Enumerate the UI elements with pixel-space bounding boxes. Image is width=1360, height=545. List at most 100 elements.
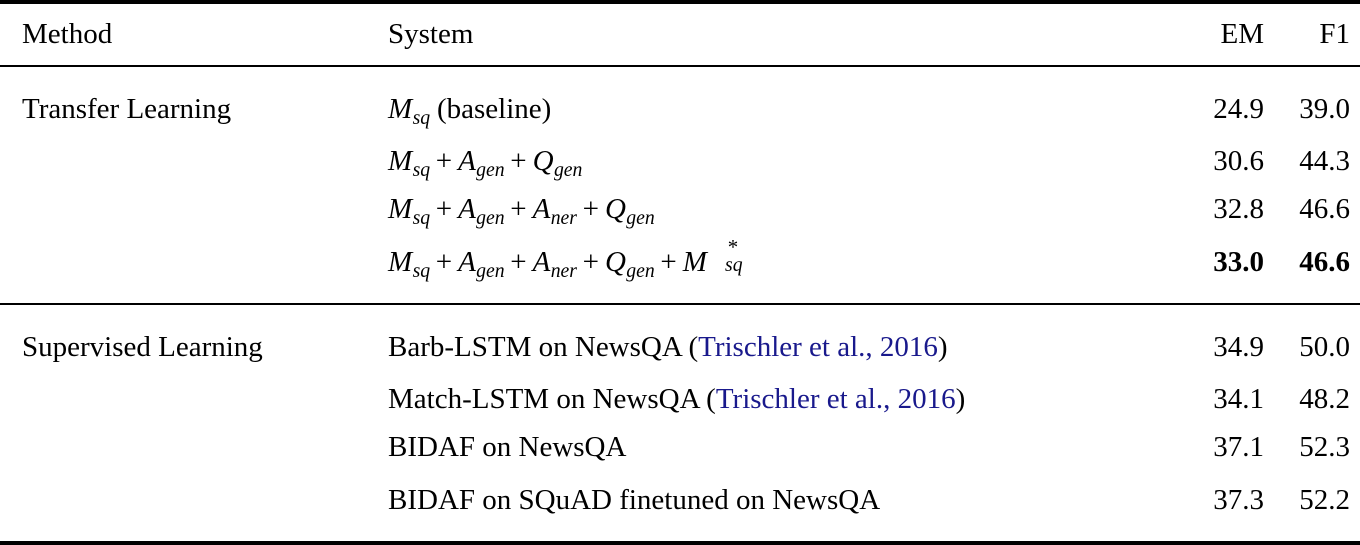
- cell-method: [0, 137, 380, 185]
- math-operator: +: [660, 245, 677, 278]
- system-text: Match-LSTM on NewsQA: [388, 382, 707, 415]
- math-variable: Msq: [388, 245, 431, 282]
- system-expression: Msq (baseline): [388, 92, 552, 129]
- cell-system: Match-LSTM on NewsQA (Trischler et al., …: [380, 375, 1170, 423]
- cell-f1: 39.0: [1299, 92, 1350, 125]
- math-subscript: ner: [550, 259, 577, 282]
- math-variable: Qgen: [532, 144, 583, 181]
- cell-system: Barb-LSTM on NewsQA (Trischler et al., 2…: [380, 305, 1170, 375]
- math-operator: +: [510, 245, 527, 278]
- cell-system: Msq (baseline): [380, 67, 1170, 137]
- math-variable: Aner: [532, 245, 577, 282]
- system-text: BIDAF on NewsQA: [388, 430, 627, 463]
- system-expression: BIDAF on NewsQA: [388, 431, 626, 463]
- cell-method: [0, 375, 380, 423]
- math-subscript: gen: [553, 158, 583, 181]
- header-row: Method System EM F1: [0, 4, 1360, 66]
- cell-f1: 50.0: [1299, 330, 1350, 363]
- math-subscript: gen: [476, 206, 505, 229]
- math-operator: +: [510, 144, 527, 177]
- math-variable: Agen: [458, 245, 505, 282]
- math-variable: Agen: [458, 192, 505, 229]
- table-header: Method System EM F1: [0, 0, 1360, 68]
- cell-em: 32.8: [1213, 192, 1264, 225]
- system-expression: Barb-LSTM on NewsQA (Trischler et al., 2…: [388, 331, 948, 363]
- math-subscript: sq: [412, 106, 431, 129]
- math-operator: +: [582, 192, 599, 225]
- math-variable: Msq: [388, 144, 431, 181]
- cell-em: 37.1: [1213, 430, 1264, 463]
- column-header-f1: F1: [1319, 18, 1350, 50]
- system-expression: BIDAF on SQuAD finetuned on NewsQA: [388, 484, 880, 516]
- system-expression: Msq+Agen+Qgen: [388, 144, 583, 181]
- cell-em: 24.9: [1213, 92, 1264, 125]
- math-variable: Msq: [388, 192, 431, 229]
- cell-em: 34.9: [1213, 330, 1264, 363]
- math-subscript: gen: [476, 259, 505, 282]
- math-subscript: gen: [626, 259, 655, 282]
- cell-method: [0, 471, 380, 543]
- math-subscript: sq: [412, 206, 431, 229]
- cell-f1: 48.2: [1299, 382, 1350, 415]
- math-operator: +: [435, 245, 453, 278]
- citation-paren: (: [706, 382, 716, 415]
- math-variable: Aner: [532, 192, 577, 229]
- cell-f1: 52.2: [1299, 483, 1350, 516]
- math-operator: +: [510, 192, 527, 225]
- cell-system: BIDAF on SQuAD finetuned on NewsQA: [380, 471, 1170, 543]
- citation-paren: ): [955, 382, 966, 415]
- cell-f1: 52.3: [1299, 430, 1350, 463]
- cell-method: Transfer Learning: [22, 92, 232, 125]
- cell-em: 34.1: [1213, 382, 1264, 415]
- cell-system: Msq+Agen+Aner+Qgen+M*sq: [380, 233, 1170, 304]
- cell-em: 33.0: [1213, 245, 1264, 278]
- math-subscript: ner: [550, 206, 577, 229]
- citation-link[interactable]: Trischler et al., 2016: [698, 330, 938, 363]
- system-expression: Msq+Agen+Aner+Qgen: [388, 192, 655, 229]
- math-subscript: sq: [725, 253, 743, 276]
- math-subscript: sq: [412, 158, 431, 181]
- math-superscript-star: *: [727, 234, 739, 259]
- math-operator: +: [435, 192, 453, 225]
- table-row: Match-LSTM on NewsQA (Trischler et al., …: [0, 375, 1360, 423]
- cell-em: 37.3: [1213, 483, 1264, 516]
- table-row: BIDAF on SQuAD finetuned on NewsQA 37.3 52…: [0, 471, 1360, 543]
- system-expression: Msq+Agen+Aner+Qgen+M*sq: [388, 236, 743, 282]
- cell-method: [0, 233, 380, 304]
- cell-method: [0, 185, 380, 233]
- cell-system: Msq+Agen+Aner+Qgen: [380, 185, 1170, 233]
- math-subscript: sq: [412, 259, 431, 282]
- system-text: (baseline): [429, 92, 552, 125]
- column-header-em: EM: [1220, 18, 1265, 50]
- cell-system: Msq+Agen+Qgen: [380, 137, 1170, 185]
- system-text: BIDAF on SQuAD finetuned on NewsQA: [388, 483, 881, 516]
- cell-method: Supervised Learning: [22, 330, 263, 363]
- math-variable: Qgen: [604, 245, 655, 282]
- table-row: Supervised Learning Barb-LSTM on NewsQA (…: [0, 305, 1360, 375]
- cell-em: 30.6: [1213, 144, 1264, 177]
- cell-f1: 44.3: [1299, 144, 1350, 177]
- table-row: BIDAF on NewsQA 37.1 52.3: [0, 423, 1360, 471]
- cell-f1: 46.6: [1299, 192, 1350, 225]
- cell-system: BIDAF on NewsQA: [380, 423, 1170, 471]
- column-header-system: System: [388, 18, 474, 50]
- math-variable: Qgen: [604, 192, 655, 229]
- citation-paren: (: [688, 330, 699, 363]
- column-header-method: Method: [22, 18, 113, 50]
- system-text: Barb-LSTM on NewsQA: [388, 330, 689, 363]
- table-row: Msq+Agen+Qgen 30.6 44.3: [0, 137, 1360, 185]
- citation-link[interactable]: Trischler et al., 2016: [715, 382, 956, 415]
- citation-paren: ): [937, 330, 948, 363]
- cell-f1: 46.6: [1299, 245, 1350, 278]
- table-row: Transfer Learning Msq (baseline) 24.9 39.0: [0, 67, 1360, 137]
- math-variable: Msq: [388, 92, 431, 129]
- math-operator: +: [435, 144, 453, 177]
- math-subscript: gen: [476, 158, 505, 181]
- cell-method: [0, 423, 380, 471]
- system-expression: Match-LSTM on NewsQA (Trischler et al., …: [388, 383, 965, 415]
